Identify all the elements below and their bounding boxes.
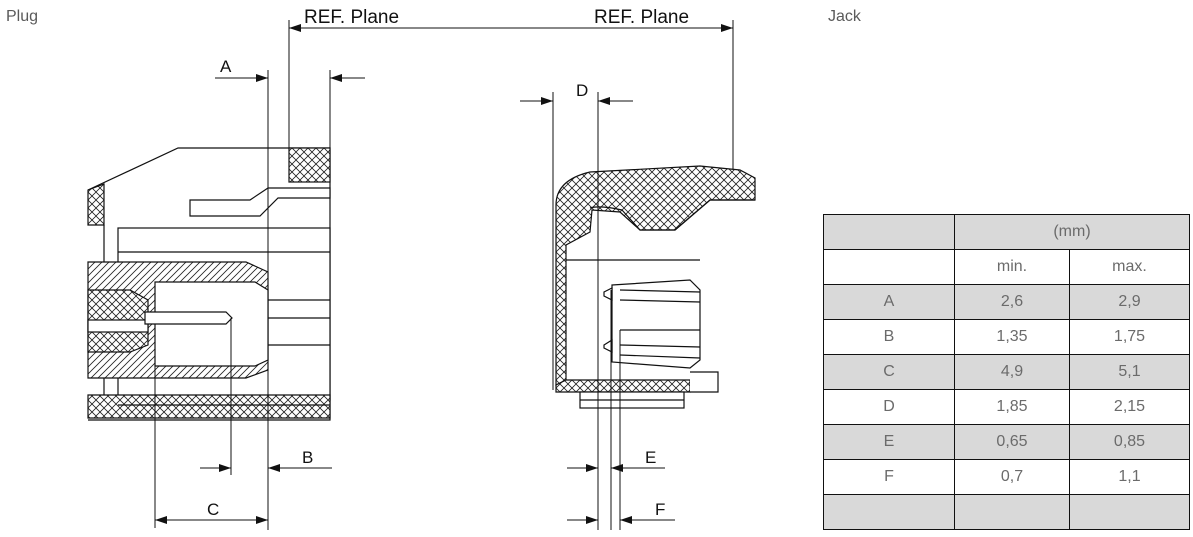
- row-min: 1,85: [954, 389, 1070, 425]
- row-max: 2,9: [1069, 284, 1190, 320]
- ref-plane-label-right: REF. Plane: [594, 7, 689, 28]
- row-label: A: [823, 284, 955, 320]
- row-max: 0,85: [1069, 424, 1190, 460]
- table-unit-header: (mm): [954, 214, 1190, 250]
- table-header-empty-cell: [823, 214, 955, 250]
- table-empty-row: [823, 494, 1190, 530]
- table-subheader-empty-cell: [823, 249, 955, 285]
- plug-cross-section: [87, 147, 331, 421]
- table-row: F 0,7 1,1: [823, 459, 1190, 495]
- dimension-label-b: B: [302, 448, 313, 467]
- table-row: D 1,85 2,15: [823, 389, 1190, 425]
- jack-dimension-lines: [520, 92, 675, 530]
- table-col-min: min.: [954, 249, 1070, 285]
- row-label: E: [823, 424, 955, 460]
- row-max: 1,1: [1069, 459, 1190, 495]
- row-max: 1,75: [1069, 319, 1190, 355]
- jack-cross-section: [555, 165, 756, 409]
- dimension-label-d: D: [576, 81, 588, 100]
- empty-cell: [823, 494, 955, 530]
- table-header-row: (mm): [823, 214, 1190, 250]
- dimension-label-e: E: [645, 448, 656, 467]
- table-row: E 0,65 0,85: [823, 424, 1190, 460]
- ref-plane-dimension: [288, 20, 734, 178]
- jack-caption: Jack: [828, 8, 861, 25]
- plug-dimension-lines: [154, 70, 365, 530]
- row-min: 2,6: [954, 284, 1070, 320]
- row-min: 0,65: [954, 424, 1070, 460]
- connector-cross-section-drawing: REF. Plane REF. Plane: [87, 7, 756, 530]
- row-min: 0,7: [954, 459, 1070, 495]
- table-row: B 1,35 1,75: [823, 319, 1190, 355]
- table-row: C 4,9 5,1: [823, 354, 1190, 390]
- row-max: 2,15: [1069, 389, 1190, 425]
- dimension-label-f: F: [655, 500, 665, 519]
- row-label: B: [823, 319, 955, 355]
- empty-cell: [1069, 494, 1190, 530]
- row-min: 1,35: [954, 319, 1070, 355]
- table-col-max: max.: [1069, 249, 1190, 285]
- row-max: 5,1: [1069, 354, 1190, 390]
- dimension-label-a: A: [220, 57, 232, 76]
- row-label: F: [823, 459, 955, 495]
- table-row: A 2,6 2,9: [823, 284, 1190, 320]
- empty-cell: [954, 494, 1070, 530]
- dimension-label-c: C: [207, 500, 219, 519]
- dimension-spec-table: (mm) min. max. A 2,6 2,9 B 1,35 1,75 C 4…: [823, 214, 1190, 530]
- row-min: 4,9: [954, 354, 1070, 390]
- row-label: C: [823, 354, 955, 390]
- plug-caption: Plug: [6, 8, 39, 25]
- row-label: D: [823, 389, 955, 425]
- ref-plane-label-left: REF. Plane: [304, 7, 399, 28]
- table-subheader-row: min. max.: [823, 249, 1190, 285]
